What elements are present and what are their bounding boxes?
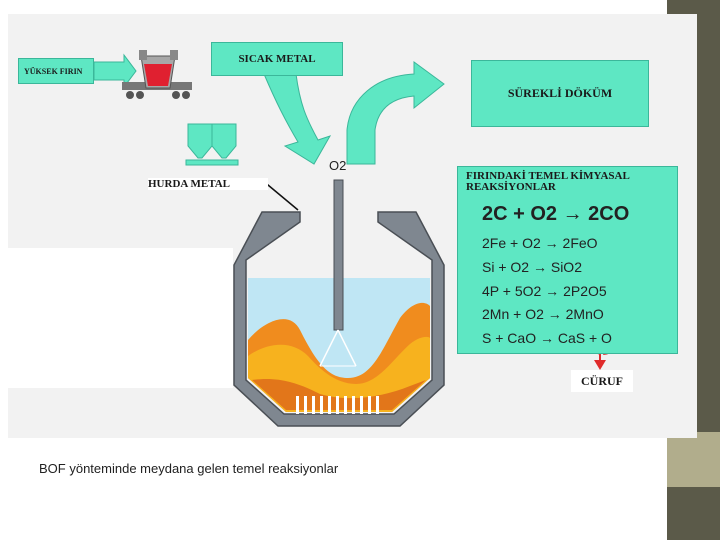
oxygen-label: O2 — [329, 158, 347, 173]
arrow-blast-furnace-to-ladle — [93, 53, 137, 89]
figure-blank-area — [8, 248, 233, 388]
scrap-charging-chute-icon — [185, 123, 239, 166]
reactions-title: FIRINDAKİ TEMEL KİMYASAL REAKSİYONLAR — [466, 170, 630, 193]
reaction-line: 4P + 5O2 → 2P2O5 — [482, 283, 607, 299]
reaction-line: S + CaO → CaS + O — [482, 330, 612, 346]
decorative-sidebar-accent — [667, 432, 720, 487]
reaction-line: Si + O2 → SiO2 — [482, 259, 582, 275]
reaction-line: 2Mn + O2 → 2MnO — [482, 306, 604, 322]
arrow-furnace-to-continuous-casting — [346, 61, 445, 165]
arrow-hot-metal-to-furnace — [263, 73, 332, 165]
decorative-sidebar-bottom — [667, 487, 720, 540]
slag-label: CÜRUF — [571, 370, 633, 392]
reaction-line: 2Fe + O2 → 2FeO — [482, 235, 598, 251]
hot-metal-ladle-icon — [122, 50, 192, 99]
hot-metal-label: SICAK METAL — [211, 42, 343, 76]
reaction-line: 2C + O2 → 2CO — [482, 203, 630, 225]
reactions-panel — [457, 166, 678, 354]
bof-converter-vessel — [233, 211, 445, 427]
oxygen-lance — [319, 179, 357, 367]
pointer-scrap-to-furnace — [261, 179, 299, 211]
figure-caption: BOF yönteminde meydana gelen temel reaks… — [39, 461, 339, 476]
scrap-metal-label: HURDA METAL — [148, 178, 268, 190]
continuous-casting-label: SÜREKLİ DÖKÜM — [471, 60, 649, 127]
blast-furnace-label: YÜKSEK FIRIN — [18, 58, 94, 84]
